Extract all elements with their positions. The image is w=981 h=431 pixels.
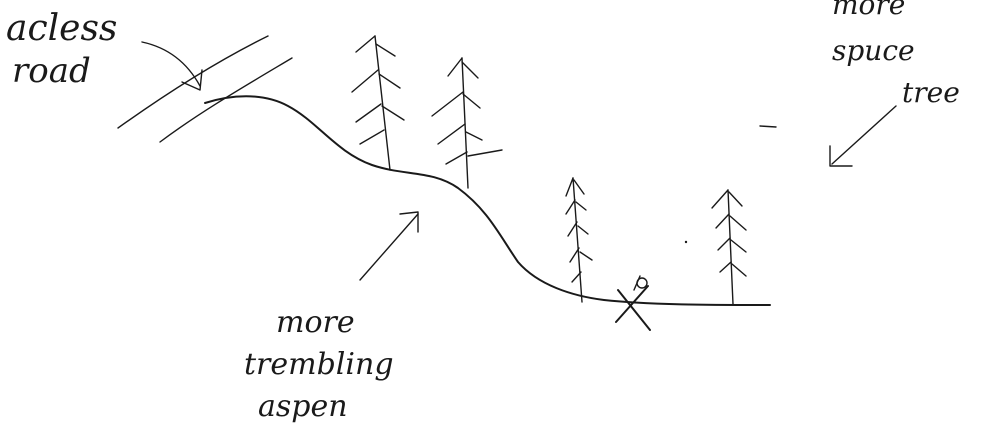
ground-slope-line (205, 96, 770, 305)
label-more-aspen-line2: trembling (244, 347, 394, 382)
road-edge-upper (118, 36, 268, 128)
label-more-spruce-line3: tree (902, 76, 960, 109)
label-more-aspen: more trembling aspen (244, 305, 394, 424)
label-more-spruce-line1: more (832, 0, 905, 21)
label-more-aspen-line3: aspen (258, 389, 348, 424)
label-access-road-line1: acless (6, 8, 117, 49)
label-access-road-line2: road (12, 51, 91, 91)
arrow-access-road (142, 42, 202, 90)
spruce-tree-icon (352, 36, 404, 170)
label-more-spruce: more spuce tree (832, 0, 960, 109)
arrow-more-spruce (830, 106, 896, 166)
label-access-road: acless road (6, 8, 117, 91)
spruce-tree-icon (432, 58, 502, 188)
access-road (118, 36, 292, 142)
arrow-more-aspen (360, 212, 418, 280)
spruce-tree-icon (712, 190, 746, 304)
label-more-aspen-line1: more (276, 305, 355, 340)
stray-marks (685, 126, 776, 243)
label-more-spruce-line2: spuce (832, 34, 915, 67)
spruce-tree-icon (566, 178, 592, 302)
